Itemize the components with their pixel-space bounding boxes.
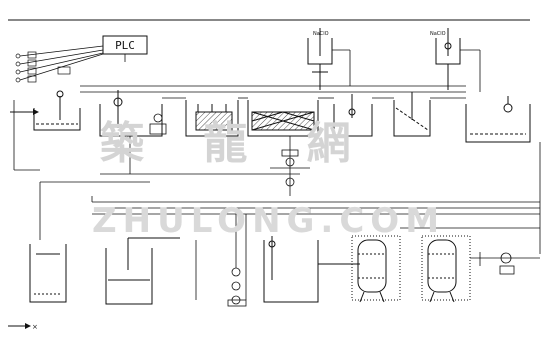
tank-2 xyxy=(99,90,163,137)
sensor-lines xyxy=(15,45,104,83)
right-instruments xyxy=(400,227,540,275)
pressure-vessel-1 xyxy=(351,235,401,303)
bottom-tank-3 xyxy=(263,236,360,303)
valve-cluster xyxy=(149,113,310,187)
pressure-vessel-2 xyxy=(421,235,471,303)
tank-4-filter xyxy=(247,100,319,137)
tank-3-filter xyxy=(185,100,239,137)
dosing-tank-2 xyxy=(435,28,461,90)
tank-6-settling xyxy=(393,92,431,137)
plc-controller: PLC xyxy=(102,35,148,62)
dosing-tank-1 xyxy=(307,28,333,90)
dosing-1-label: NaClO xyxy=(313,31,329,37)
bottom-tank-2 xyxy=(105,237,180,305)
plc-label: PLC xyxy=(115,39,135,52)
tank-1 xyxy=(33,90,81,131)
bottom-pump-station xyxy=(195,214,247,307)
process-pipes xyxy=(80,49,481,99)
svg-text:×: × xyxy=(32,323,38,331)
outlet-arrow: × xyxy=(8,323,38,331)
dosing-2-label: NaClO xyxy=(430,31,446,37)
tank-5 xyxy=(333,94,373,137)
watermark-en: ZHULONG.COM xyxy=(92,201,445,241)
sludge-tank xyxy=(29,244,67,303)
tank-7-product xyxy=(465,96,531,143)
watermark-cn: 築 龍 網 xyxy=(100,118,373,169)
